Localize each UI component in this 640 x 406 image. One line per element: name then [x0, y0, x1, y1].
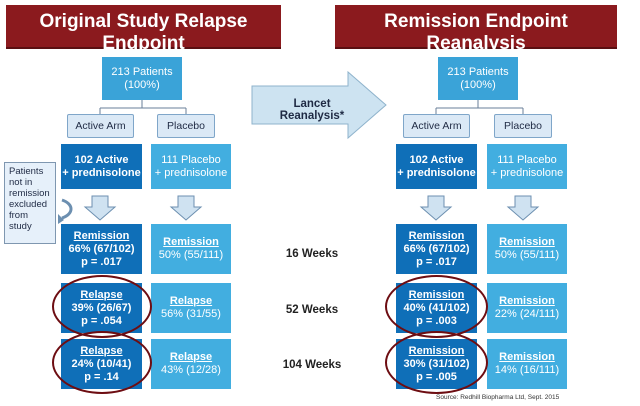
down-arrow-icon [169, 195, 203, 221]
left-week104-highlight-ellipse [52, 331, 152, 394]
down-arrow-icon [419, 195, 453, 221]
right-week104-highlight-ellipse [385, 331, 488, 394]
right-week52-highlight-ellipse [385, 275, 488, 338]
left-title: Original Study Relapse Endpoint [39, 11, 248, 54]
left-placebo-week104-box: Relapse 43% (12/28) [151, 339, 231, 389]
left-total-patients-box: 213 Patients (100%) [102, 57, 182, 100]
left-total-percent: (100%) [124, 78, 160, 91]
right-total-patients-box: 213 Patients (100%) [438, 57, 518, 100]
right-placebo-week104-box: Remission 14% (16/111) [487, 339, 567, 389]
down-arrow-icon [83, 195, 117, 221]
left-active-group-box: 102 Active + prednisolone [61, 144, 142, 189]
weeks-label-52: 52 Weeks [285, 304, 339, 316]
left-placebo-week16-box: Remission 50% (55/111) [151, 224, 231, 274]
left-banner: Original Study Relapse Endpoint Skewed d… [6, 5, 281, 68]
reanalysis-arrow-icon [251, 70, 387, 140]
right-placebo-week52-box: Remission 22% (24/111) [487, 283, 567, 333]
right-banner: Remission Endpoint Reanalysis Randomized… [335, 5, 617, 68]
right-placebo-label: Placebo [494, 114, 552, 138]
down-arrow-icon [506, 195, 540, 221]
left-week52-highlight-ellipse [52, 275, 152, 338]
right-active-group-box: 102 Active + prednisolone [396, 144, 477, 189]
right-active-arm-label: Active Arm [403, 114, 470, 138]
right-active-week16-box: Remission 66% (67/102) p = .017 [396, 224, 477, 274]
left-total-label: 213 Patients [111, 65, 173, 78]
left-active-arm-label: Active Arm [67, 114, 134, 138]
right-placebo-group-box: 111 Placebo + prednisolone [487, 144, 567, 189]
reanalysis-arrow-label: Lancet Reanalysis* [279, 98, 345, 122]
left-placebo-label: Placebo [157, 114, 215, 138]
curved-arrow-icon [61, 198, 73, 220]
source-note: Source: Redhill Biopharma Ltd, Sept. 201… [436, 394, 560, 401]
weeks-label-16: 16 Weeks [285, 248, 339, 260]
right-total-label: 213 Patients [447, 65, 509, 78]
left-placebo-group-box: 111 Placebo + prednisolone [151, 144, 231, 189]
left-active-week16-box: Remission 66% (67/102) p = .017 [61, 224, 142, 274]
right-placebo-week16-box: Remission 50% (55/111) [487, 224, 567, 274]
right-total-percent: (100%) [460, 78, 496, 91]
weeks-label-104: 104 Weeks [282, 359, 342, 371]
excluded-patients-note: Patients not in remission excluded from … [4, 162, 56, 244]
left-placebo-week52-box: Relapse 56% (31/55) [151, 283, 231, 333]
right-title: Remission Endpoint Reanalysis [384, 11, 568, 54]
